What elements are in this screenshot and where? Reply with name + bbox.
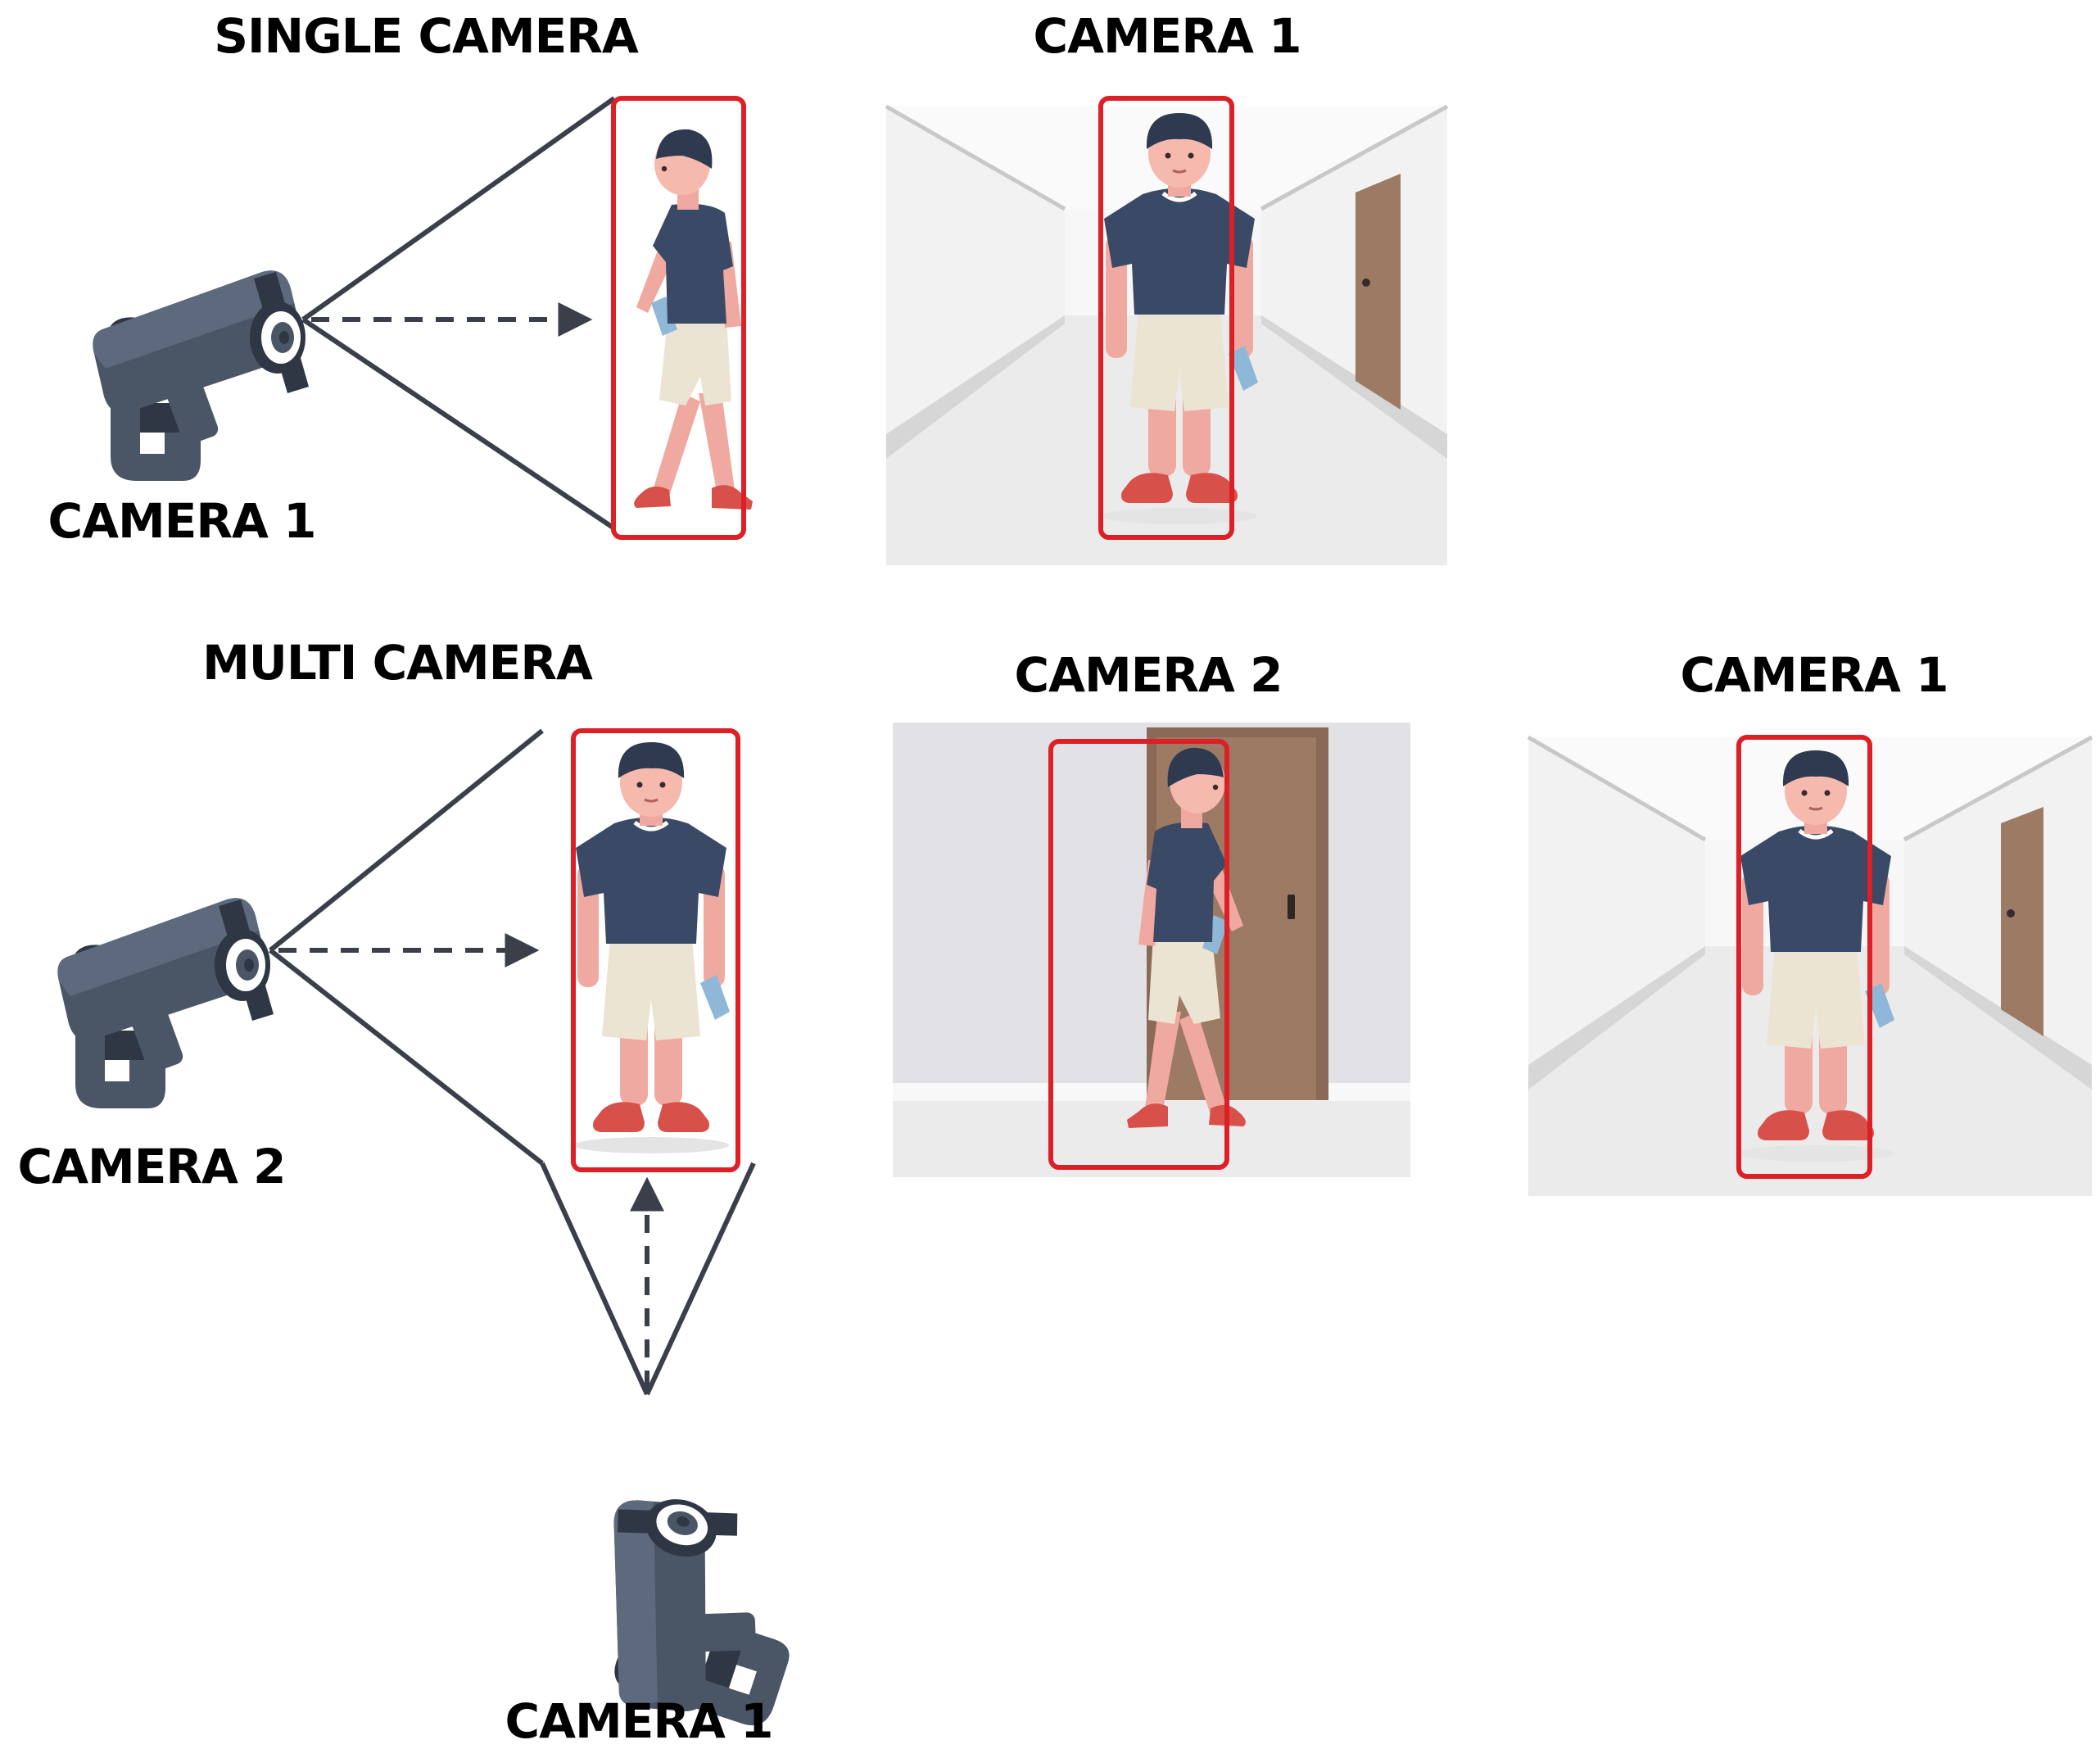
view-cone-2-upper-line bbox=[269, 728, 544, 953]
label-camera-1-single: CAMERA 1 bbox=[48, 493, 317, 549]
bounding-box-camera-2-view bbox=[1048, 739, 1229, 1170]
label-camera-1-single-view: CAMERA 1 bbox=[1033, 8, 1302, 64]
bounding-box-single-view bbox=[1098, 96, 1234, 540]
bounding-box-camera-1-view bbox=[1736, 735, 1872, 1179]
view-cone-1-left-line bbox=[540, 1162, 649, 1396]
label-camera-2-view: CAMERA 2 bbox=[1014, 647, 1283, 703]
person-front-multi-icon bbox=[573, 742, 730, 1153]
view-cone-upper-line bbox=[301, 96, 616, 322]
label-camera-2-multi: CAMERA 2 bbox=[17, 1139, 287, 1194]
person-side-single-icon bbox=[634, 129, 753, 510]
view-cone-2-lower-line bbox=[269, 948, 544, 1166]
camera-1-single-icon bbox=[93, 270, 309, 481]
camera-2-multi-icon bbox=[57, 898, 274, 1108]
view-cone-lower-line bbox=[301, 317, 616, 531]
heading-single-camera: SINGLE CAMERA bbox=[214, 8, 639, 64]
bounding-box-single bbox=[611, 96, 746, 540]
label-camera-1-view: CAMERA 1 bbox=[1680, 647, 1949, 703]
view-cone-1-right-line bbox=[645, 1162, 756, 1396]
heading-multi-camera: MULTI CAMERA bbox=[202, 635, 593, 691]
label-camera-1-bottom: CAMERA 1 bbox=[505, 1693, 774, 1749]
bounding-box-multi bbox=[571, 728, 740, 1172]
